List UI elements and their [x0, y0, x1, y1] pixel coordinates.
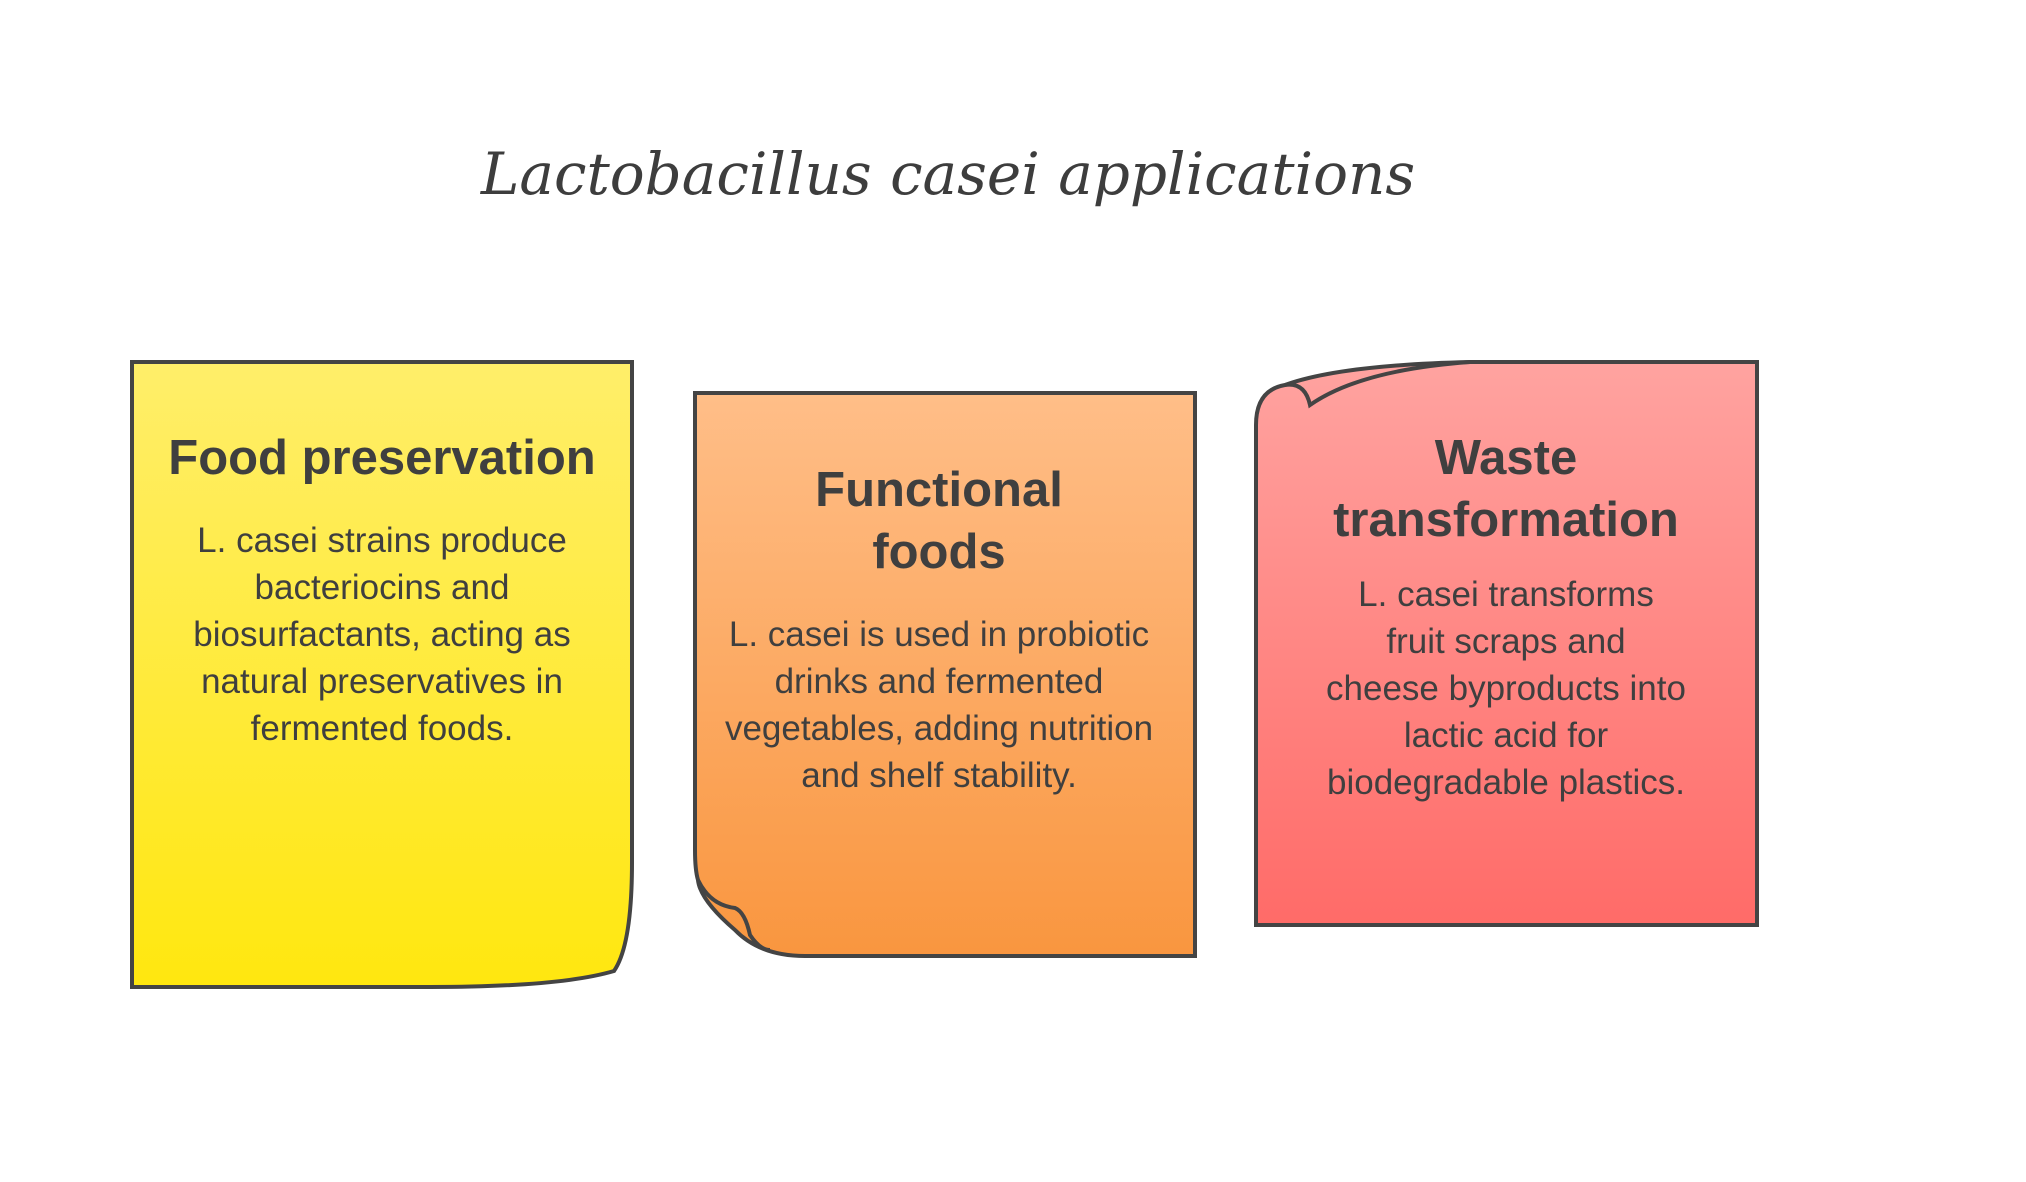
card-heading: Waste transformation — [1333, 431, 1679, 547]
card-body: L. casei is used in probiotic drinks and… — [724, 615, 1154, 795]
card-body: L. casei transforms fruit scraps and che… — [1326, 575, 1686, 802]
card-heading: Functional foods — [815, 463, 1063, 579]
card-food-preservation-shape — [130, 360, 634, 989]
diagram-title: Lactobacillus casei applications — [480, 140, 1416, 208]
card-food-preservation: Food preservation L. casei strains produ… — [162, 427, 602, 752]
card-body: L. casei strains produce bacteriocins an… — [193, 521, 571, 748]
card-waste-transformation: Waste transformation L. casei transforms… — [1286, 427, 1726, 806]
page-curl-icon — [696, 879, 771, 952]
card-functional-foods: Functional foods L. casei is used in pro… — [719, 459, 1159, 799]
scroll-curl-icon — [1284, 360, 1471, 409]
card-heading: Food preservation — [168, 431, 596, 485]
card-functional-foods-shape — [693, 391, 1197, 958]
